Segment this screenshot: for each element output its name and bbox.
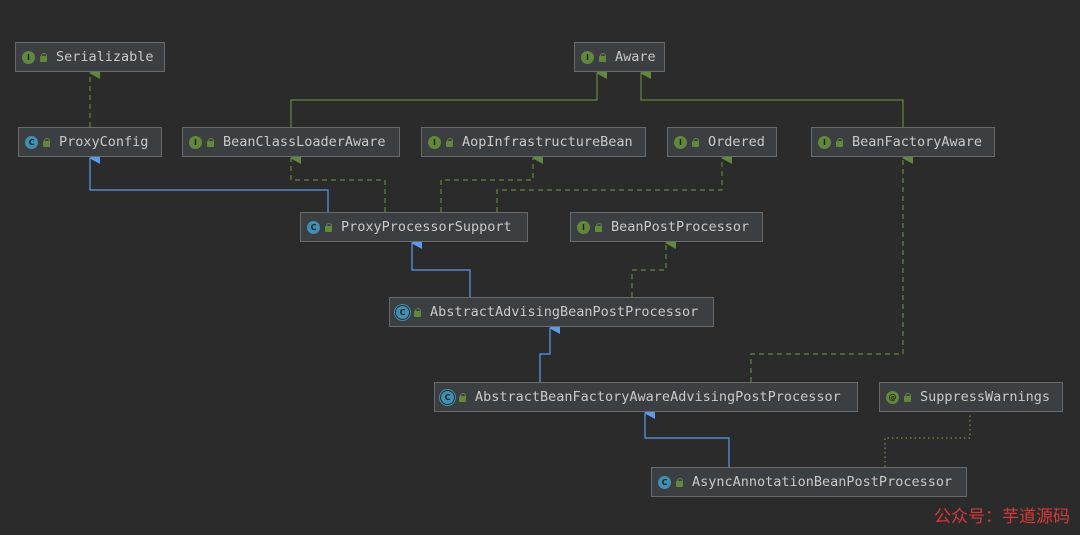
edge-proxyprocessorsupport-aopinfrastructurebean [440,152,543,212]
class-icon: C [25,135,38,149]
node-bean-class-loader-aware[interactable]: I BeanClassLoaderAware [182,127,400,157]
node-label: BeanClassLoaderAware [223,134,386,150]
node-serializable[interactable]: I Serializable [15,42,165,72]
lock-icon [206,137,215,147]
lock-icon [324,222,333,232]
node-bean-factory-aware[interactable]: I BeanFactoryAware [811,127,995,157]
node-label: AbstractAdvisingBeanPostProcessor [430,304,699,320]
node-label: BeanFactoryAware [852,134,983,150]
edge-proxyprocessorsupport-ordered [496,152,732,212]
interface-icon: I [818,135,831,149]
node-bean-post-processor[interactable]: I BeanPostProcessor [570,212,763,242]
edge-abstractadvising-beanpostprocessor [631,237,676,297]
watermark-text: 公众号：芋道源码 [934,507,1070,527]
edge-abstractbeanfactoryaware-beanfactoryaware [750,152,913,382]
node-label: Aware [615,49,656,65]
node-label: SuppressWarnings [920,389,1051,405]
lock-icon [39,52,48,62]
lock-icon [42,137,51,147]
lock-icon [903,392,912,402]
edge-beanclassloaderaware-aware [290,67,607,127]
node-label: AbstractBeanFactoryAwareAdvisingPostProc… [475,389,841,405]
node-aop-infrastructure-bean[interactable]: I AopInfrastructureBean [421,127,646,157]
lock-icon [675,477,684,487]
node-label: Serializable [56,49,154,65]
class-icon: C [307,220,320,234]
node-label: ProxyConfig [59,134,149,150]
lock-icon [691,137,700,147]
node-proxy-processor-support[interactable]: C ProxyProcessorSupport [300,212,528,242]
node-label: BeanPostProcessor [611,219,750,235]
class-icon: C [658,475,671,489]
edge-proxyprocessorsupport-beanclassloaderaware [290,152,386,212]
interface-icon: I [428,135,441,149]
interface-icon: I [581,50,594,64]
interface-icon: I [22,50,35,64]
edge-asyncannotation-suppresswarnings [884,413,971,467]
abstract-class-icon: C [396,305,409,319]
lock-icon [445,137,454,147]
lock-icon [458,392,467,402]
edge-beanfactoryaware-aware [640,67,904,127]
node-aware[interactable]: I Aware [574,42,665,72]
lock-icon [594,222,603,232]
node-proxy-config[interactable]: C ProxyConfig [18,127,162,157]
node-async-annotation-bean-post-processor[interactable]: C AsyncAnnotationBeanPostProcessor [651,467,967,497]
interface-icon: I [189,135,202,149]
node-abstract-advising-bean-post-processor[interactable]: C AbstractAdvisingBeanPostProcessor [389,297,714,327]
edge-asyncannotation-abstractbeanfactoryaware [644,407,730,467]
edge-abstractadvising-proxyprocessorsupport [411,237,471,297]
node-label: AopInfrastructureBean [462,134,633,150]
abstract-class-icon: C [441,390,454,404]
interface-icon: I [577,220,590,234]
node-suppress-warnings[interactable]: @ SuppressWarnings [879,382,1063,412]
node-label: ProxyProcessorSupport [341,219,512,235]
lock-icon [835,137,844,147]
node-label: AsyncAnnotationBeanPostProcessor [692,474,953,490]
annotation-icon: @ [886,390,899,404]
node-ordered[interactable]: I Ordered [667,127,777,157]
interface-icon: I [674,135,687,149]
edge-proxyprocessorsupport-proxyconfig [89,152,329,212]
node-abstract-bean-factory-aware-advising-post-processor[interactable]: C AbstractBeanFactoryAwareAdvisingPostPr… [434,382,858,412]
lock-icon [413,307,422,317]
edge-abstractbeanfactoryaware-abstractadvising [539,322,560,382]
node-label: Ordered [708,134,765,150]
lock-icon [598,52,607,62]
